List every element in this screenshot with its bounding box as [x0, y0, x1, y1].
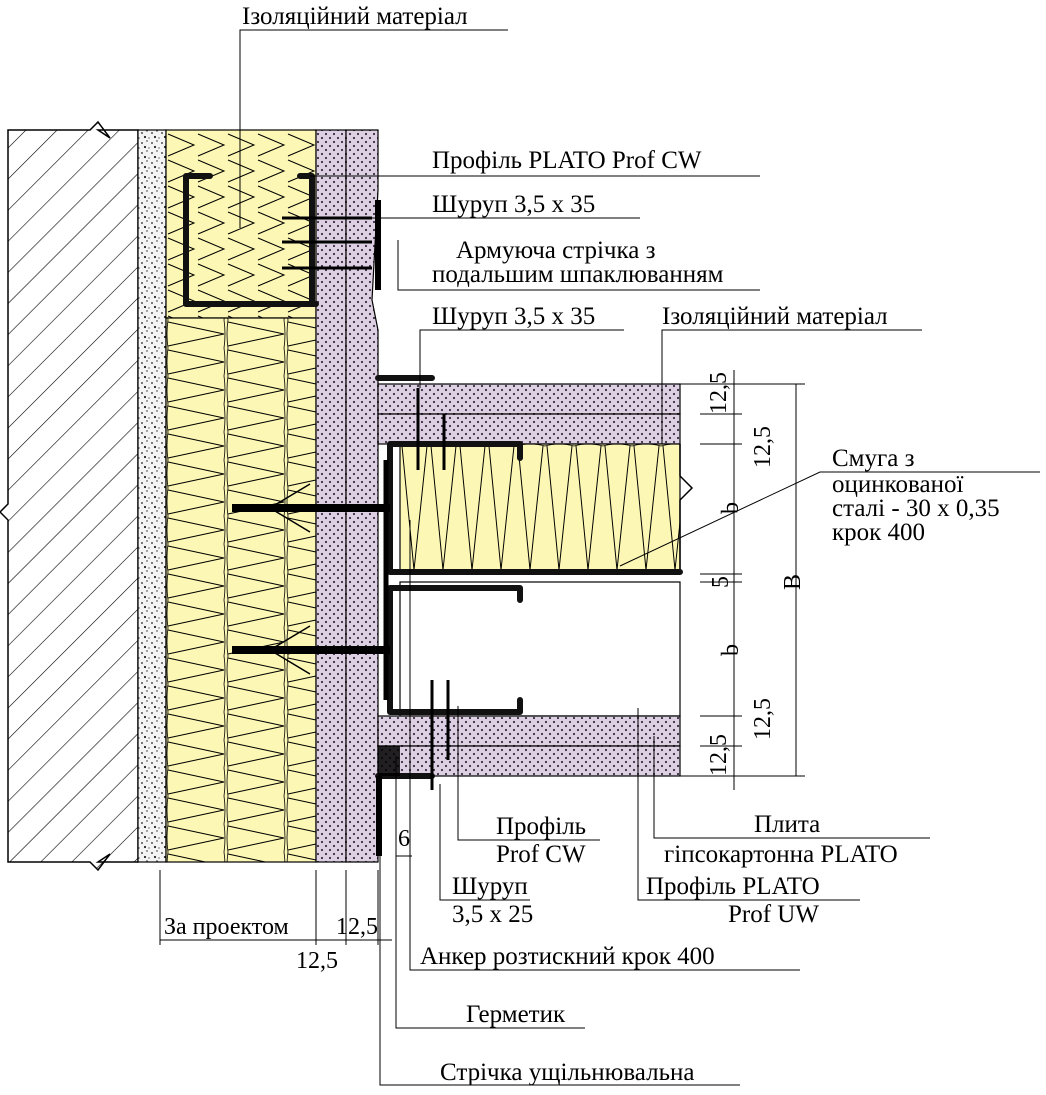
- label-tape-line1: Армуюча стрічка з: [456, 237, 656, 264]
- screws-top: [282, 216, 372, 270]
- sealing-tape: [376, 776, 382, 856]
- dim-by-project: За проектом: [164, 914, 289, 940]
- label-strip-line3: сталі - 30 х 0,35: [832, 495, 1000, 522]
- wall-board-inner: [315, 129, 347, 863]
- label-board-2: гіпсокартонна PLATO: [664, 841, 898, 868]
- partition-cavity: [399, 581, 681, 717]
- label-insulation-right: Ізоляційний матеріал: [662, 303, 888, 330]
- partition-board-bottom-inner: [377, 715, 681, 747]
- dim-left-12-5-a: 12,5: [336, 914, 378, 940]
- masonry-wall: [0, 120, 139, 872]
- label-strip-line2: оцинкованої: [832, 471, 963, 498]
- wall-board-outer: [345, 129, 379, 863]
- wall-insulation-top: [165, 129, 317, 319]
- label-profile-uw-1: Профіль PLATO: [646, 873, 820, 900]
- dim-left-12-5-b: 12,5: [296, 948, 338, 974]
- dim-right-5: 5: [708, 576, 734, 588]
- dim-right-12-5-bottom: 12,5: [706, 734, 732, 776]
- label-anchor: Анкер розтискний крок 400: [420, 943, 715, 970]
- partition-board-top-inner: [377, 413, 681, 445]
- partition-board-top-outer: [377, 383, 681, 415]
- label-profile-cw-bottom-2: Prof CW: [496, 841, 586, 868]
- label-screw-3-2: 3,5 х 25: [452, 901, 533, 928]
- partition-board-bottom-outer: [377, 745, 681, 777]
- dim-gap-6: 6: [398, 826, 410, 852]
- label-screw-2: Шуруп 3,5 х 35: [432, 303, 595, 330]
- label-tape-line2: подальшим шпаклюванням: [432, 261, 724, 288]
- label-strip-line4: крок 400: [832, 519, 925, 546]
- sealant: [378, 746, 400, 776]
- right-dimensions: [680, 370, 805, 790]
- dim-right-b-lower: b: [718, 644, 744, 656]
- label-strip-line1: Смуга з: [832, 445, 915, 472]
- dim-right-12-5-third: 12,5: [750, 698, 776, 740]
- screws-partition: [416, 388, 450, 790]
- partition-insulation: [399, 443, 681, 575]
- dim-right-12-5-second: 12,5: [750, 426, 776, 468]
- dim-right-b-upper: b: [718, 502, 744, 514]
- label-sealing-tape: Стрічка ущільнювальна: [440, 1059, 694, 1086]
- label-profile-uw-2: Prof UW: [728, 901, 819, 928]
- plaster-layer: [137, 129, 167, 863]
- dim-total-B: B: [780, 574, 806, 590]
- partition-insulation-break: [679, 444, 694, 574]
- label-screw-1: Шуруп 3,5 х 35: [432, 191, 595, 218]
- label-screw-3-1: Шуруп: [452, 873, 528, 900]
- label-profile-cw-top: Профіль PLATO Prof CW: [432, 147, 702, 174]
- label-profile-cw-bottom-1: Профіль: [496, 813, 586, 840]
- leader-lines: [239, 29, 1040, 1086]
- bottom-dimensions: [159, 855, 412, 945]
- dim-right-12-5-top: 12,5: [706, 372, 732, 414]
- wall-insulation-main: [165, 317, 317, 863]
- label-board-1: Плита: [754, 811, 820, 838]
- anchors: [232, 460, 390, 700]
- label-sealant: Герметик: [466, 1001, 566, 1028]
- label-insulation-top: Ізоляційний матеріал: [242, 3, 468, 30]
